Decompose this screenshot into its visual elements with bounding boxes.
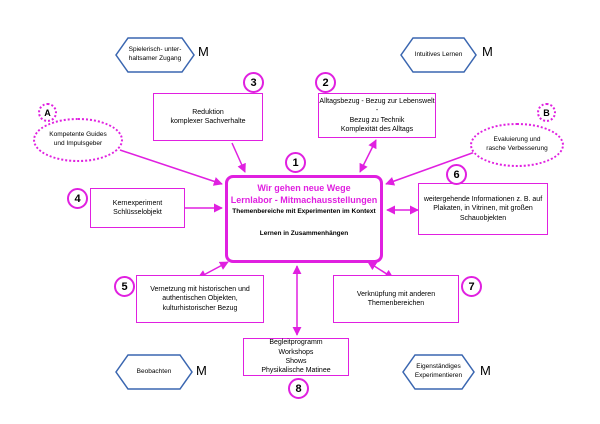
box-2-text: Alltagsbezug - Bezug zur Lebenswelt - Be… — [319, 97, 435, 133]
number-1: 1 — [285, 152, 306, 173]
box-8-program: Begleitprogramm Workshops Shows Physikal… — [243, 338, 349, 376]
box-3-reduction: Reduktion komplexer Sachverhalte — [153, 93, 263, 141]
box-4-core-experiment: Kernexperiment Schlüsselobjekt — [90, 188, 185, 228]
number-6: 6 — [446, 164, 467, 185]
arrow-2 — [359, 139, 377, 173]
hexagon-bottom-left — [115, 354, 193, 390]
number-5: 5 — [114, 276, 135, 297]
oval-b-evaluation: Evaluierung und rasche Verbesserung — [470, 123, 564, 167]
box-6-further-info: weitergehende Informationen z. B. auf Pl… — [418, 183, 548, 235]
number-2: 2 — [315, 72, 336, 93]
center-box: Wir gehen neue Wege Lernlabor - Mitmacha… — [225, 175, 383, 263]
hexagon-top-right — [400, 37, 477, 73]
number-4: 4 — [67, 188, 88, 209]
hexagon-top-right-label: Intuitives Lernen — [414, 50, 463, 58]
box-7-linking: Verknüpfung mit anderen Themenbereichen — [333, 275, 459, 323]
hexagon-bottom-left-mark: M — [196, 363, 207, 378]
box-2-everyday: Alltagsbezug - Bezug zur Lebenswelt - Be… — [318, 93, 436, 138]
hexagon-top-right-mark: M — [482, 44, 493, 59]
box-5-text: Vernetzung mit historischen und authenti… — [150, 285, 250, 312]
center-subtitle-1: Themenbereiche mit Experimenten im Konte… — [232, 208, 376, 216]
center-title-2: Lernlabor - Mitmachausstellungen — [230, 194, 378, 205]
hexagon-bottom-right — [402, 354, 475, 390]
box-5-networking: Vernetzung mit historischen und authenti… — [136, 275, 264, 323]
arrow-3 — [231, 142, 246, 173]
hexagon-top-left-mark: M — [198, 44, 209, 59]
letter-a-marker: A — [38, 103, 57, 122]
box-7-text: Verknüpfung mit anderen Themenbereichen — [356, 290, 436, 307]
hexagon-top-left — [115, 37, 195, 73]
hexagon-bottom-left-label: Beobachten — [136, 367, 172, 375]
oval-a-guides: Kompetente Guides und Impulsgeber — [33, 118, 123, 162]
number-3: 3 — [243, 72, 264, 93]
center-subtitle-2: Lernen in Zusammenhängen — [259, 229, 349, 237]
number-7: 7 — [461, 276, 482, 297]
arrow-b — [385, 151, 476, 186]
center-title-1: Wir gehen neue Wege — [257, 183, 351, 193]
hexagon-top-left-label: Spielerisch- unter- haltsamer Zugang — [128, 46, 182, 62]
hexagon-bottom-right-label: Eigenständiges Experimentieren — [414, 363, 463, 379]
number-8: 8 — [288, 378, 309, 399]
arrow-a — [119, 149, 223, 186]
box-8-text: Begleitprogramm Workshops Shows Physikal… — [261, 339, 331, 375]
box-4-text: Kernexperiment Schlüsselobjekt — [112, 199, 163, 216]
letter-b-marker: B — [537, 103, 556, 122]
box-6-text: weitergehende Informationen z. B. auf Pl… — [423, 195, 543, 222]
hexagon-bottom-right-mark: M — [480, 363, 491, 378]
box-3-text: Reduktion komplexer Sachverhalte — [170, 108, 246, 125]
